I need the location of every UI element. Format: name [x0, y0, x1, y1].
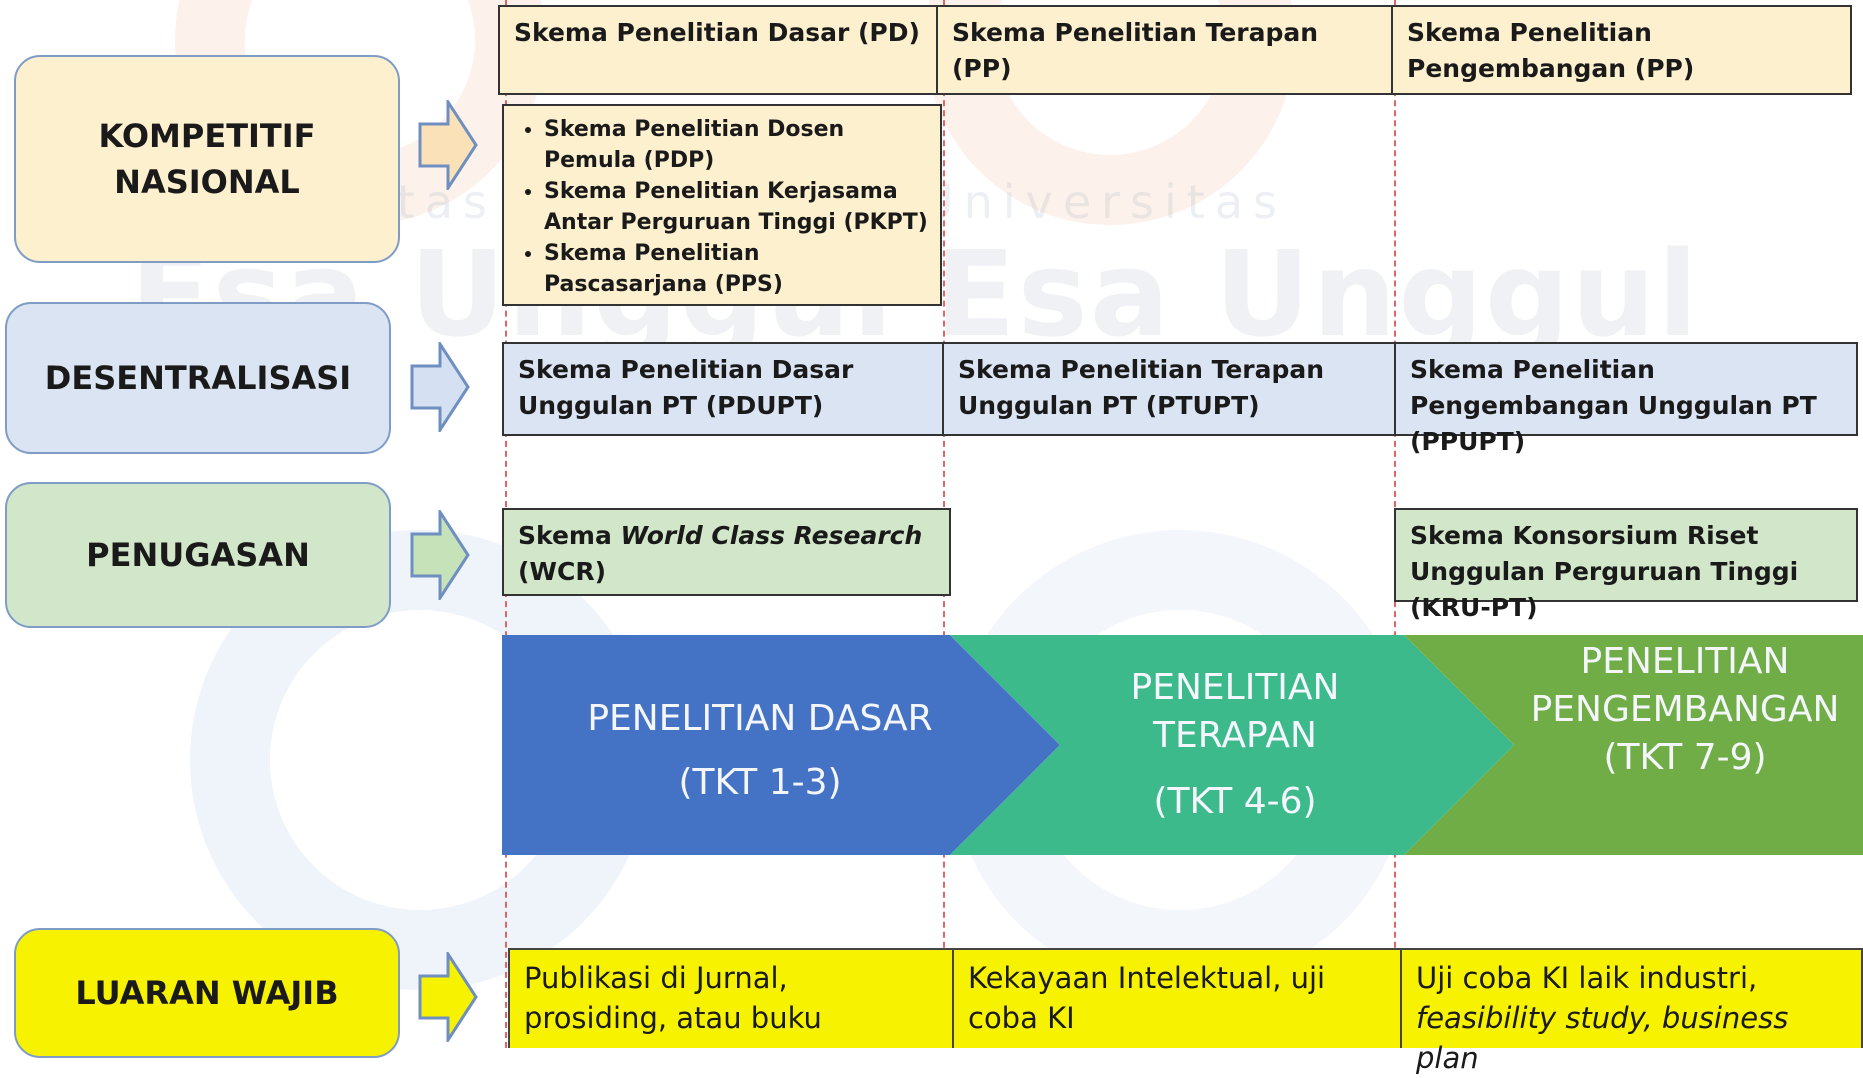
- desentralisasi-col3: Skema Penelitian Pengembangan Unggulan P…: [1394, 342, 1858, 456]
- penugasan-col1-suffix: (WCR): [518, 557, 607, 586]
- category-penugasan: PENUGASAN: [5, 482, 391, 628]
- list-item: Skema Penelitian Pascasarjana (PPS): [544, 238, 930, 300]
- desentralisasi-col1-text: Skema Penelitian Dasar Unggulan PT (PDUP…: [518, 355, 854, 420]
- stage-chevrons: [502, 635, 1863, 855]
- stage-label-pengembangan: PENELITIAN PENGEMBANGAN (TKT 7-9): [1510, 638, 1860, 782]
- desentralisasi-col3-text: Skema Penelitian Pengembangan Unggulan P…: [1410, 355, 1817, 456]
- stage-terapan-line1: PENELITIAN: [1130, 667, 1340, 708]
- header-col1-text: Skema Penelitian Dasar (PD): [514, 18, 920, 47]
- stage-dasar-line2: (TKT 1-3): [678, 762, 842, 803]
- stage-shape-terapan: [950, 635, 1514, 855]
- luaran-col1: Publikasi di Jurnal, prosiding, atau buk…: [508, 948, 954, 1048]
- header-col2-text: Skema Penelitian Terapan (PP): [952, 18, 1319, 83]
- stage-label-terapan: PENELITIAN TERAPAN (TKT 4-6): [1060, 664, 1410, 826]
- header-penelitian-terapan: Skema Penelitian Terapan (PP): [936, 5, 1394, 95]
- category-desentralisasi: DESENTRALISASI: [5, 302, 391, 454]
- header-penelitian-pengembangan: Skema Penelitian Pengembangan (PP): [1391, 5, 1852, 95]
- category-penugasan-label: PENUGASAN: [86, 536, 310, 574]
- arrow-right-icon-kompetitif: [418, 100, 478, 190]
- desentralisasi-col2-text: Skema Penelitian Terapan Unggulan PT (PT…: [958, 355, 1325, 420]
- desentralisasi-col2: Skema Penelitian Terapan Unggulan PT (PT…: [942, 342, 1396, 436]
- stage-shape-dasar: [502, 635, 1060, 855]
- luaran-col2-text: Kekayaan Intelektual, uji coba KI: [968, 961, 1326, 1035]
- penugasan-col1-prefix: Skema: [518, 521, 621, 550]
- stage-terapan-line2: TERAPAN: [1153, 715, 1317, 756]
- category-luaran-wajib: LUARAN WAJIB: [14, 928, 400, 1058]
- stage-terapan-line3: (TKT 4-6): [1153, 781, 1317, 822]
- category-luaran-label: LUARAN WAJIB: [75, 974, 339, 1012]
- stage-pengembangan-line2: PENGEMBANGAN: [1530, 689, 1840, 730]
- header-col3-text: Skema Penelitian Pengembangan (PP): [1407, 18, 1695, 83]
- penugasan-col1: Skema World Class Research (WCR): [502, 508, 951, 596]
- stage-pengembangan-line1: PENELITIAN: [1580, 641, 1790, 682]
- kompetitif-scheme-list: Skema Penelitian Dosen Pemula (PDP) Skem…: [502, 104, 942, 306]
- luaran-col3-line1: Uji coba KI laik industri,: [1416, 961, 1758, 995]
- arrow-right-icon-penugasan: [410, 510, 470, 600]
- penugasan-col3-text: Skema Konsorsium Riset Unggulan Pergurua…: [1410, 521, 1799, 622]
- header-penelitian-dasar: Skema Penelitian Dasar (PD): [498, 5, 938, 95]
- category-kompetitif-nasional: KOMPETITIF NASIONAL: [14, 55, 400, 263]
- category-kompetitif-line1: KOMPETITIF: [98, 117, 316, 155]
- list-item: Skema Penelitian Dosen Pemula (PDP): [544, 114, 930, 176]
- luaran-col2: Kekayaan Intelektual, uji coba KI: [952, 948, 1402, 1048]
- arrow-right-icon-luaran: [418, 952, 478, 1042]
- stage-label-dasar: PENELITIAN DASAR (TKT 1-3): [540, 687, 980, 815]
- luaran-col3: Uji coba KI laik industri, feasibility s…: [1400, 948, 1863, 1075]
- stage-dasar-line1: PENELITIAN DASAR: [587, 698, 933, 739]
- desentralisasi-col1: Skema Penelitian Dasar Unggulan PT (PDUP…: [502, 342, 944, 436]
- stage-shape-pengembangan: [1404, 635, 1863, 855]
- category-desentralisasi-label: DESENTRALISASI: [44, 359, 352, 397]
- luaran-col3-italic: feasibility study, business plan: [1416, 1001, 1789, 1075]
- list-item: Skema Penelitian Kerjasama Antar Perguru…: [544, 176, 930, 238]
- stage-pengembangan-line3: (TKT 7-9): [1603, 737, 1767, 778]
- luaran-col1-text: Publikasi di Jurnal, prosiding, atau buk…: [524, 961, 822, 1035]
- penugasan-col3: Skema Konsorsium Riset Unggulan Pergurua…: [1394, 508, 1858, 622]
- category-kompetitif-line2: NASIONAL: [114, 163, 300, 201]
- arrow-right-icon-desentralisasi: [410, 342, 470, 432]
- penugasan-col1-italic: World Class Research: [620, 521, 923, 550]
